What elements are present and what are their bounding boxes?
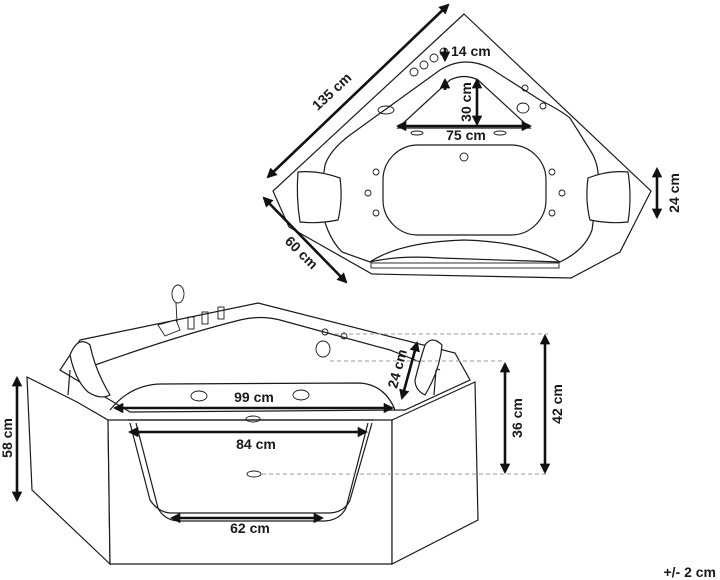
dim-window-top-width: 84 cm: [236, 436, 276, 452]
faucet: [157, 284, 225, 337]
dim-total-height: 58 cm: [0, 418, 15, 458]
dim-window-bottom-width: 62 cm: [230, 520, 270, 536]
dim-rim-width: 14 cm: [451, 43, 491, 59]
front-right-panel: [391, 381, 479, 565]
dim-headrest-top: 24 cm: [666, 173, 682, 213]
top-view: 135 cm 60 cm 14 cm 30 cm 75 cm 24 cm: [262, 3, 682, 284]
dim-inner-width-top: 99 cm: [234, 389, 274, 405]
dim-water-depth: 36 cm: [509, 398, 525, 438]
headrest-right: [586, 171, 631, 224]
front-view: 58 cm 99 cm 84 cm 62 cm 24 cm 36 cm 42 c…: [0, 284, 565, 566]
dim-side-length: 135 cm: [309, 69, 355, 113]
dim-inner-depth: 42 cm: [549, 384, 565, 424]
dim-inner-triangle-width: 75 cm: [446, 127, 486, 143]
top-basin: [382, 144, 547, 236]
dim-inner-triangle-height: 30 cm: [458, 82, 474, 122]
headrest-left: [296, 171, 342, 224]
tolerance-note: +/- 2 cm: [663, 564, 716, 580]
front-left-panel: [26, 376, 111, 566]
